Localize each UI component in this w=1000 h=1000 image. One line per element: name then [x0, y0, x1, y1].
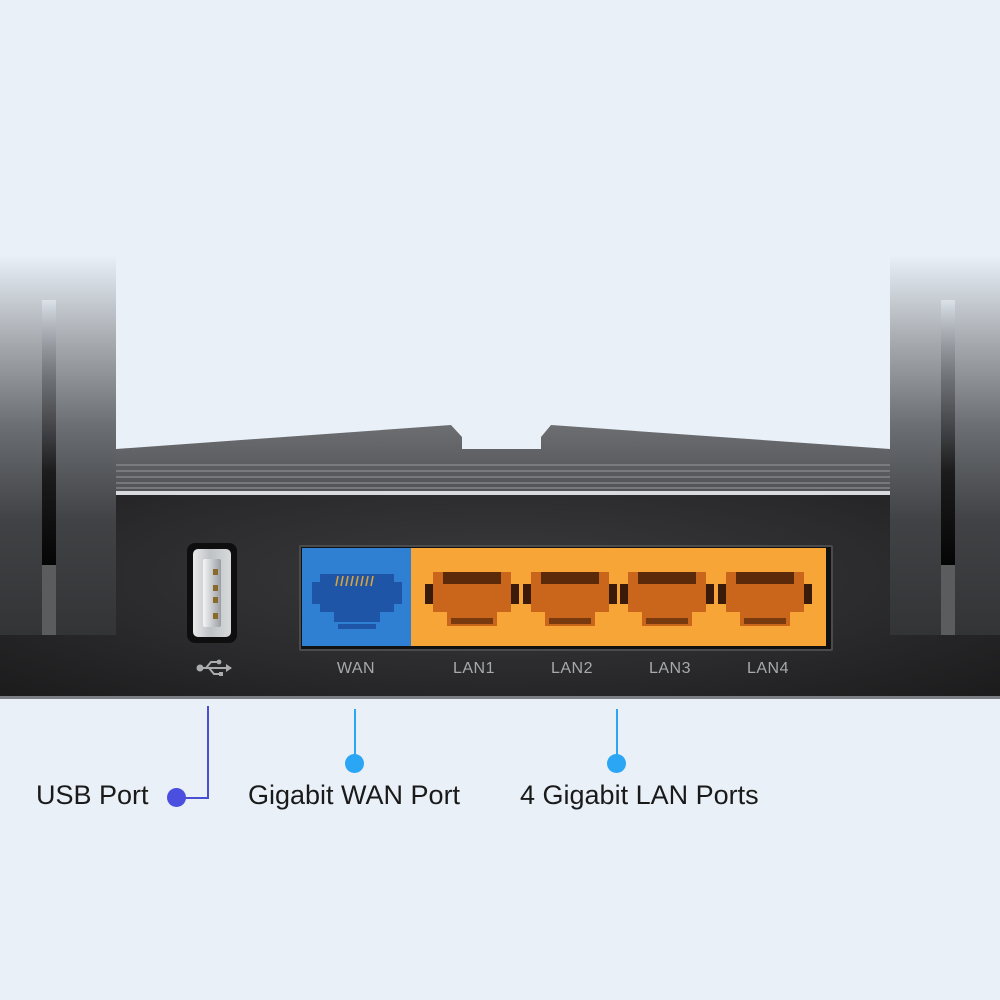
wan-callout-dot — [345, 754, 364, 773]
port-label-lan3: LAN3 — [648, 660, 692, 677]
antenna-groove-base — [42, 565, 56, 635]
usb-callout-dot — [167, 788, 186, 807]
port-label-lan2: LAN2 — [550, 660, 594, 677]
usb-callout-line-horizontal — [177, 797, 209, 799]
lan2-port[interactable] — [523, 568, 617, 638]
lan4-port[interactable] — [718, 568, 812, 638]
antenna-groove — [941, 300, 955, 565]
lan-callout-dot — [607, 754, 626, 773]
antenna-groove — [42, 300, 56, 565]
antenna-right — [890, 255, 1000, 635]
usb-port-housing — [193, 549, 231, 637]
wan-port[interactable] — [310, 562, 404, 632]
lan1-port[interactable] — [425, 568, 519, 638]
usb-callout-line-vertical — [207, 706, 209, 798]
antenna-left — [0, 255, 116, 635]
port-label-lan4: LAN4 — [746, 660, 790, 677]
port-label-wan: WAN — [336, 660, 376, 677]
usb-trident-icon — [194, 658, 234, 680]
port-label-lan1: LAN1 — [452, 660, 496, 677]
router-bottom-edge — [0, 696, 1000, 699]
lan3-port[interactable] — [620, 568, 714, 638]
usb-callout-label: USB Port — [36, 780, 149, 810]
antenna-groove-base — [941, 565, 955, 635]
router-top-vent — [116, 425, 890, 495]
wan-callout-line — [354, 709, 356, 763]
lan-callout-line — [616, 709, 618, 763]
wan-callout-label: Gigabit WAN Port — [248, 780, 461, 810]
lan-callout-label: 4 Gigabit LAN Ports — [520, 780, 759, 810]
usb-port-tongue — [203, 559, 221, 627]
router-edge-highlight — [116, 491, 890, 495]
usb-port[interactable] — [187, 543, 237, 643]
